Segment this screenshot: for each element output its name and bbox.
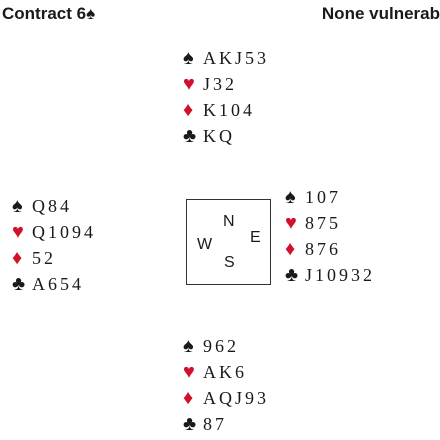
heart-icon: ♥ (183, 73, 195, 95)
vulnerability-label: None vulnerab (321, 4, 440, 23)
west-hand: ♠ Q84 ♥ Q1094 ♦ 52 ♣ A654 (12, 193, 96, 297)
west-diamonds-cards: 52 (32, 248, 56, 268)
north-diamonds-cards: K104 (203, 100, 255, 120)
east-clubs-row: ♣ J10932 (285, 262, 375, 288)
south-clubs-cards: 87 (203, 414, 227, 434)
south-hearts-cards: AK6 (203, 362, 247, 382)
north-hearts-cards: J32 (203, 74, 238, 94)
south-spades-row: ♠ 962 (183, 333, 269, 359)
compass-south: S (224, 254, 235, 271)
north-spades-cards: AKJ53 (203, 48, 270, 68)
contract-label: Contract 6♠ (2, 4, 95, 24)
south-hearts-row: ♥ AK6 (183, 359, 269, 385)
south-clubs-row: ♣ 87 (183, 411, 269, 437)
diamond-icon: ♦ (12, 247, 23, 269)
north-hand: ♠ AKJ53 ♥ J32 ♦ K104 ♣ KQ (183, 45, 269, 149)
compass-east: E (250, 229, 261, 246)
east-hand: ♠ 107 ♥ 875 ♦ 876 ♣ J10932 (285, 184, 375, 288)
club-icon: ♣ (12, 273, 26, 295)
east-spades-row: ♠ 107 (285, 184, 375, 210)
north-clubs-row: ♣ KQ (183, 123, 269, 149)
west-spades-row: ♠ Q84 (12, 193, 96, 219)
west-clubs-cards: A654 (32, 274, 84, 294)
contract-text: Contract 6 (2, 4, 87, 23)
west-clubs-row: ♣ A654 (12, 271, 96, 297)
south-spades-cards: 962 (203, 336, 239, 356)
east-hearts-row: ♥ 875 (285, 210, 375, 236)
diamond-icon: ♦ (183, 99, 194, 121)
diamond-icon: ♦ (183, 387, 194, 409)
north-spades-row: ♠ AKJ53 (183, 45, 269, 71)
east-spades-cards: 107 (305, 187, 341, 207)
north-hearts-row: ♥ J32 (183, 71, 269, 97)
east-hearts-cards: 875 (305, 213, 341, 233)
diamond-icon: ♦ (285, 238, 296, 260)
spade-icon: ♠ (86, 4, 96, 23)
west-hearts-row: ♥ Q1094 (12, 219, 96, 245)
club-icon: ♣ (183, 413, 197, 435)
heart-icon: ♥ (12, 221, 24, 243)
compass-north: N (223, 213, 235, 230)
west-hearts-cards: Q1094 (32, 222, 96, 242)
compass-box: N W E S (186, 199, 271, 285)
spade-icon: ♠ (12, 195, 23, 217)
south-diamonds-row: ♦ AQJ93 (183, 385, 269, 411)
south-hand: ♠ 962 ♥ AK6 ♦ AQJ93 ♣ 87 (183, 333, 269, 437)
west-diamonds-row: ♦ 52 (12, 245, 96, 271)
north-diamonds-row: ♦ K104 (183, 97, 269, 123)
club-icon: ♣ (285, 264, 299, 286)
compass-west: W (197, 236, 213, 253)
club-icon: ♣ (183, 125, 197, 147)
spade-icon: ♠ (183, 47, 194, 69)
east-diamonds-row: ♦ 876 (285, 236, 375, 262)
west-spades-cards: Q84 (32, 196, 72, 216)
east-clubs-cards: J10932 (305, 265, 376, 285)
north-clubs-cards: KQ (203, 126, 235, 146)
heart-icon: ♥ (183, 361, 195, 383)
south-diamonds-cards: AQJ93 (203, 388, 270, 408)
east-diamonds-cards: 876 (305, 239, 341, 259)
spade-icon: ♠ (285, 186, 296, 208)
spade-icon: ♠ (183, 335, 194, 357)
heart-icon: ♥ (285, 212, 297, 234)
